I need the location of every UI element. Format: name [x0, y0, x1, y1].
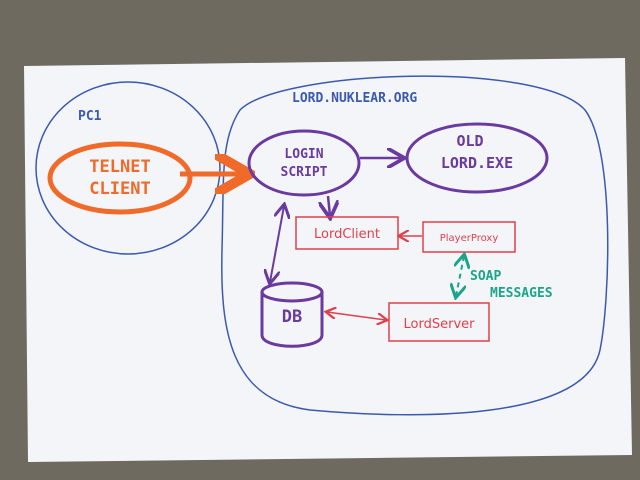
- player-proxy-label: PlayerProxy: [440, 233, 499, 244]
- login-script-label-2: SCRIPT: [281, 165, 328, 180]
- lord-client-label: LordClient: [314, 227, 380, 242]
- server-label: LORD.NUKLEAR.ORG: [292, 91, 417, 106]
- old-lord-label-1: OLD: [456, 132, 483, 150]
- soap-arrow: [456, 256, 464, 296]
- db-login-arrow: [270, 206, 284, 282]
- server-boundary: [221, 75, 609, 416]
- telnet-client-label-1: TELNET: [89, 157, 150, 177]
- db-label: DB: [282, 307, 302, 327]
- lord-server-label: LordServer: [404, 317, 476, 332]
- telnet-client-node: [47, 141, 193, 215]
- login-script-label-1: LOGIN: [284, 147, 323, 162]
- soap-label-1: SOAP: [470, 269, 501, 284]
- login-script-node: [247, 129, 361, 197]
- login-to-lordclient-arrow: [328, 195, 330, 216]
- telnet-client-label-2: CLIENT: [89, 179, 150, 199]
- db-node: [260, 281, 324, 348]
- old-lord-exe-node: [405, 122, 549, 194]
- pc1-label: PC1: [78, 109, 102, 124]
- old-lord-label-2: LORD.EXE: [441, 154, 513, 172]
- db-lordserver-arrow: [327, 312, 386, 320]
- paper-sheet: [24, 58, 632, 462]
- soap-label-2: MESSAGES: [490, 286, 553, 301]
